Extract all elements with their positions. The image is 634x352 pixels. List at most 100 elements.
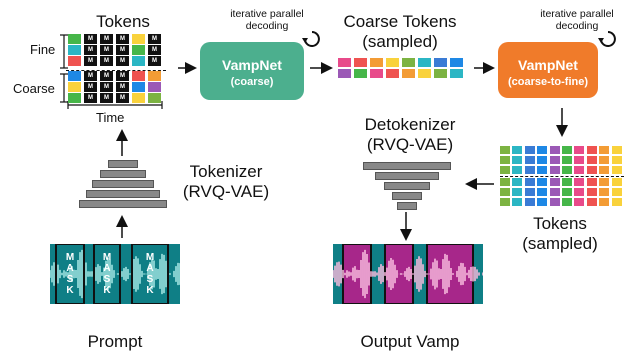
token-cell <box>500 156 510 164</box>
token-cell <box>549 188 560 196</box>
detokenizer-label: Detokenizer (RVQ-VAE) <box>364 115 456 154</box>
token-cell <box>434 58 447 67</box>
sampled-token-grid <box>500 146 624 206</box>
mask-token: M <box>148 56 161 66</box>
token-cell <box>354 58 367 67</box>
token-cell <box>512 166 523 174</box>
token-cell <box>611 166 622 174</box>
vampnet-c2f-subtitle: (coarse-to-fine) <box>507 76 589 88</box>
token-cell <box>599 188 610 196</box>
output-waveform <box>332 243 484 305</box>
token-cell <box>500 166 510 174</box>
vampnet-c2f-box: VampNet (coarse-to-fine) <box>498 42 598 98</box>
token-cell <box>524 146 535 154</box>
token-cell <box>512 188 523 196</box>
token-cell <box>500 146 510 154</box>
tokenizer-label: Tokenizer (RVQ-VAE) <box>182 162 270 201</box>
token-cell <box>611 188 622 196</box>
coarse-token-grid <box>338 58 468 80</box>
token-cell <box>549 198 560 206</box>
detokenizer-stack <box>362 162 451 210</box>
token-cell <box>562 188 572 196</box>
token-cell <box>500 178 510 186</box>
token-cell <box>418 58 431 67</box>
token-cell <box>537 146 548 154</box>
token-cell <box>549 156 560 164</box>
token-cell <box>132 34 145 44</box>
token-cell <box>599 166 610 174</box>
token-cell <box>524 166 535 174</box>
mask-token: M <box>116 45 129 55</box>
token-cell <box>586 188 597 196</box>
token-cell <box>338 58 351 67</box>
token-cell <box>537 188 548 196</box>
ipd-label-2: iterative parallel decoding <box>540 8 614 32</box>
token-cell <box>562 146 572 154</box>
codebook-bar <box>384 182 430 190</box>
mask-token: M <box>116 93 129 103</box>
token-cell <box>574 146 585 154</box>
token-cell <box>386 58 399 67</box>
fine-coarse-brackets <box>60 34 68 103</box>
token-cell <box>68 45 81 55</box>
mask-token: M <box>100 34 113 44</box>
prompt-label: Prompt <box>87 332 143 351</box>
token-cell <box>402 58 415 67</box>
token-cell <box>586 156 597 164</box>
token-cell <box>132 82 145 92</box>
mask-token: M <box>116 34 129 44</box>
mask-token: M <box>84 45 97 55</box>
codebook-bar <box>392 192 422 200</box>
token-cell <box>586 198 597 206</box>
fine-label: Fine <box>30 42 56 57</box>
sampled-fine-coarse-separator <box>500 176 624 177</box>
token-cell <box>586 146 597 154</box>
token-cell <box>68 34 81 44</box>
token-cell <box>386 69 399 78</box>
vampnet-coarse-title: VampNet <box>222 57 282 73</box>
token-cell <box>132 45 145 55</box>
mask-token: M <box>84 82 97 92</box>
token-cell <box>148 71 161 81</box>
token-cell <box>611 146 622 154</box>
output-vamp-label: Output Vamp <box>360 332 460 351</box>
token-cell <box>434 69 447 78</box>
token-cell <box>68 82 81 92</box>
token-cell <box>586 166 597 174</box>
mask-token: M <box>116 56 129 66</box>
token-cell <box>132 93 145 103</box>
token-cell <box>450 58 463 67</box>
mask-token: M <box>84 93 97 103</box>
token-cell <box>574 188 585 196</box>
time-label: Time <box>96 110 125 125</box>
token-cell <box>418 69 431 78</box>
token-cell <box>611 198 622 206</box>
mask-token: M <box>116 82 129 92</box>
token-cell <box>549 166 560 174</box>
token-cell <box>450 69 463 78</box>
token-cell <box>512 146 523 154</box>
token-cell <box>574 166 585 174</box>
token-cell <box>148 82 161 92</box>
token-cell <box>370 58 383 67</box>
mask-token: M <box>100 56 113 66</box>
token-cell <box>524 198 535 206</box>
codebook-bar <box>363 162 451 170</box>
loop-arrow-2-icon <box>598 31 616 47</box>
token-cell <box>574 198 585 206</box>
vampnet-coarse-subtitle: (coarse) <box>230 76 274 88</box>
token-cell <box>148 93 161 103</box>
token-cell <box>512 178 523 186</box>
token-cell <box>132 71 145 81</box>
token-cell <box>611 178 622 186</box>
token-cell <box>599 146 610 154</box>
token-cell <box>562 198 572 206</box>
mask-token: M <box>100 93 113 103</box>
token-cell <box>574 156 585 164</box>
token-cell <box>68 71 81 81</box>
mask-token: M <box>100 45 113 55</box>
